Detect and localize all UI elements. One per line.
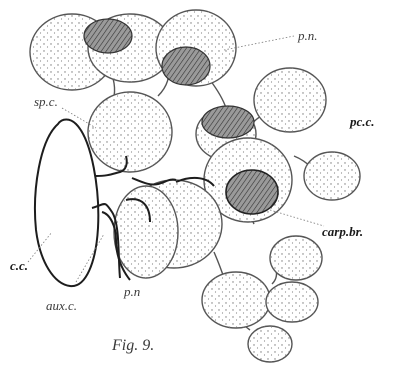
central-cell xyxy=(35,120,98,287)
label-pn-bottom: p.n xyxy=(123,284,140,299)
figure-caption: Fig. 9. xyxy=(111,337,154,354)
auxiliary-cell xyxy=(114,186,178,278)
label-pn-top: p.n. xyxy=(297,28,318,43)
cell-mid-left xyxy=(88,92,172,172)
cell-right-upper xyxy=(254,68,326,132)
pericentral-cell-top xyxy=(162,47,210,85)
cell-lower-right-3 xyxy=(266,282,318,322)
label-auxc: aux.c. xyxy=(46,298,77,313)
pericentral-cell-center xyxy=(202,106,254,138)
label-cc: c.c. xyxy=(10,258,28,273)
cell-lower-right-1 xyxy=(270,236,322,280)
cell-far-right xyxy=(304,152,360,200)
label-carp: carp.br. xyxy=(322,224,363,239)
cell-lower-right-2 xyxy=(202,272,270,328)
carpogonial-branch-cell xyxy=(226,170,278,214)
cell-bottom xyxy=(248,326,292,362)
pericentral-cell-dark-top-left xyxy=(84,19,132,53)
label-pcc: pc.c. xyxy=(349,114,375,129)
label-spc: sp.c. xyxy=(34,94,58,109)
